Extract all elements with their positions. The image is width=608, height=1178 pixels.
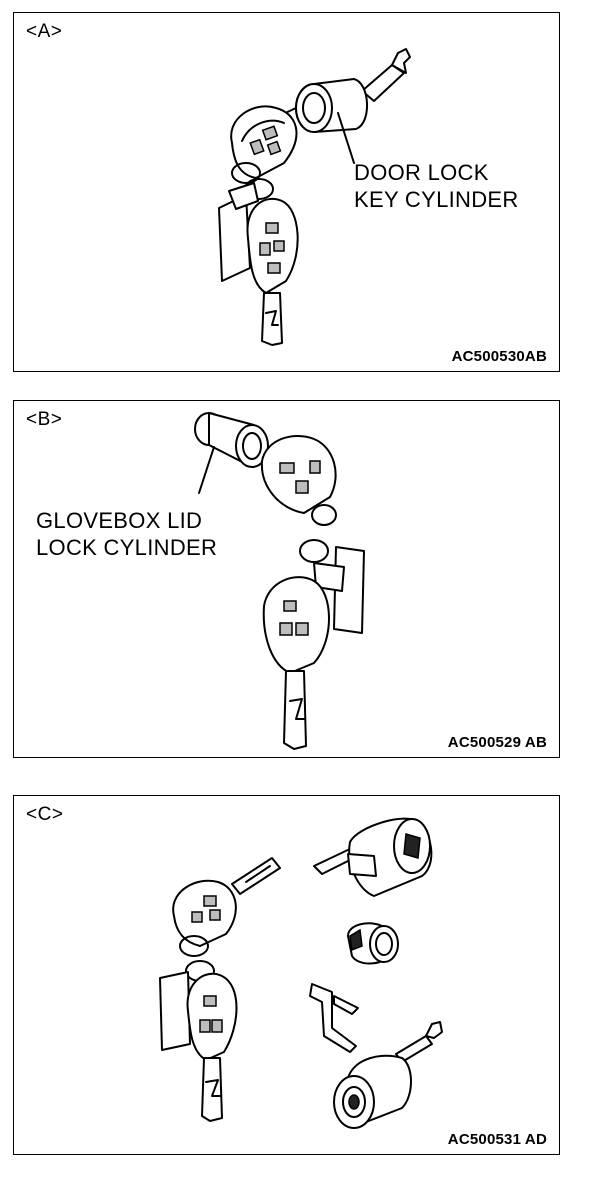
ignition-cylinder-icon bbox=[313, 817, 433, 897]
door-lock-key-illustration bbox=[218, 48, 411, 346]
key-blade-icon bbox=[231, 857, 281, 895]
panel-c: <C> bbox=[13, 795, 560, 1155]
callout-line-1: DOOR LOCK bbox=[354, 160, 489, 185]
panel-a: <A> bbox=[13, 12, 560, 372]
callout-line-2: KEY CYLINDER bbox=[354, 187, 519, 212]
key-fob-lower-icon bbox=[186, 972, 238, 1061]
figure-code: AC500530AB bbox=[451, 348, 547, 365]
panel-label: <A> bbox=[26, 21, 63, 42]
key-fob-upper-icon bbox=[260, 435, 337, 514]
glovebox-lid-lock-cylinder-label: GLOVEBOX LID LOCK CYLINDER bbox=[36, 507, 217, 561]
panel-label: <C> bbox=[26, 804, 64, 825]
small-lock-cylinder-icon bbox=[347, 922, 399, 965]
key-fob-upper-icon bbox=[172, 879, 237, 947]
callout-line-2: LOCK CYLINDER bbox=[36, 535, 218, 560]
retaining-clip-icon bbox=[309, 983, 359, 1053]
key-set-components-illustration bbox=[159, 817, 443, 1129]
door-lock-key-cylinder-label: DOOR LOCK KEY CYLINDER bbox=[354, 159, 519, 213]
key-fob-lower-icon bbox=[262, 576, 330, 674]
panel-b: <B> GLOVE bbox=[13, 400, 560, 758]
door-lock-cylinder-icon bbox=[263, 48, 411, 164]
glovebox-lock-key-illustration bbox=[194, 412, 365, 750]
door-lock-cylinder-icon bbox=[333, 1021, 443, 1129]
callout-line-1: GLOVEBOX LID bbox=[36, 508, 203, 533]
glovebox-lock-cylinder-icon bbox=[194, 412, 269, 494]
panel-label: <B> bbox=[26, 409, 63, 430]
key-fob-upper-icon bbox=[230, 105, 298, 179]
figure-code: AC500529 AB bbox=[447, 734, 547, 751]
key-fob-lower-icon bbox=[246, 197, 299, 294]
figure-code: AC500531 AD bbox=[447, 1131, 547, 1148]
